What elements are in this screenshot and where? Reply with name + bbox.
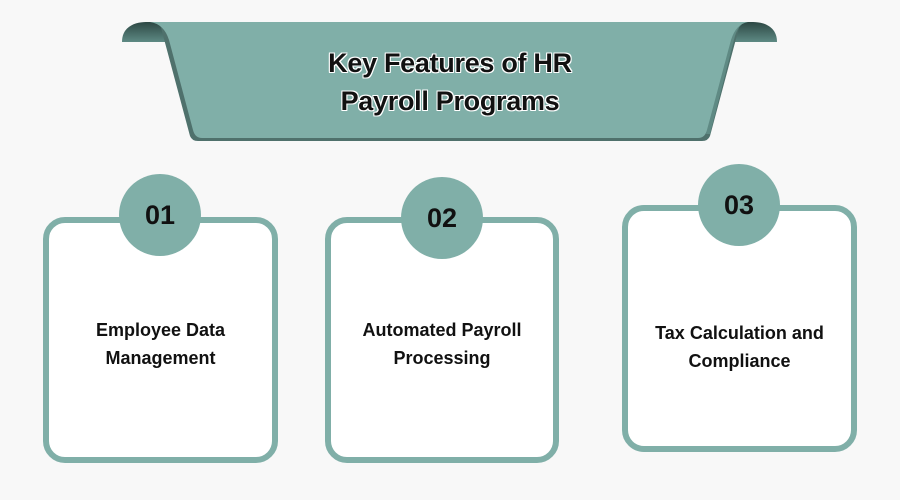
feature-card-label: Automated Payroll Processing bbox=[331, 316, 553, 372]
feature-label-line-1: Automated Payroll bbox=[362, 320, 522, 340]
feature-label-line-2: Compliance bbox=[688, 351, 791, 371]
feature-label-line-1: Employee Data bbox=[95, 320, 226, 340]
ribbon-shape bbox=[122, 22, 777, 162]
feature-card-3: Tax Calculation and Compliance bbox=[622, 205, 857, 452]
feature-card-1: Employee Data Management bbox=[43, 217, 278, 463]
feature-card-label: Employee Data Management bbox=[49, 316, 272, 372]
feature-label-line-2: Management bbox=[105, 348, 216, 368]
title-line-2: Payroll Programs bbox=[340, 86, 560, 116]
page-title: Key Features of HR Payroll Programs bbox=[250, 44, 650, 120]
title-banner: Key Features of HR Payroll Programs bbox=[0, 0, 900, 170]
number-badge-2: 02 bbox=[401, 177, 483, 259]
title-line-1: Key Features of HR bbox=[328, 48, 572, 78]
number-badge-3: 03 bbox=[698, 164, 780, 246]
feature-card-label: Tax Calculation and Compliance bbox=[628, 319, 851, 375]
feature-label-line-2: Processing bbox=[393, 348, 491, 368]
number-badge-1: 01 bbox=[119, 174, 201, 256]
feature-label-line-1: Tax Calculation and bbox=[655, 323, 824, 343]
